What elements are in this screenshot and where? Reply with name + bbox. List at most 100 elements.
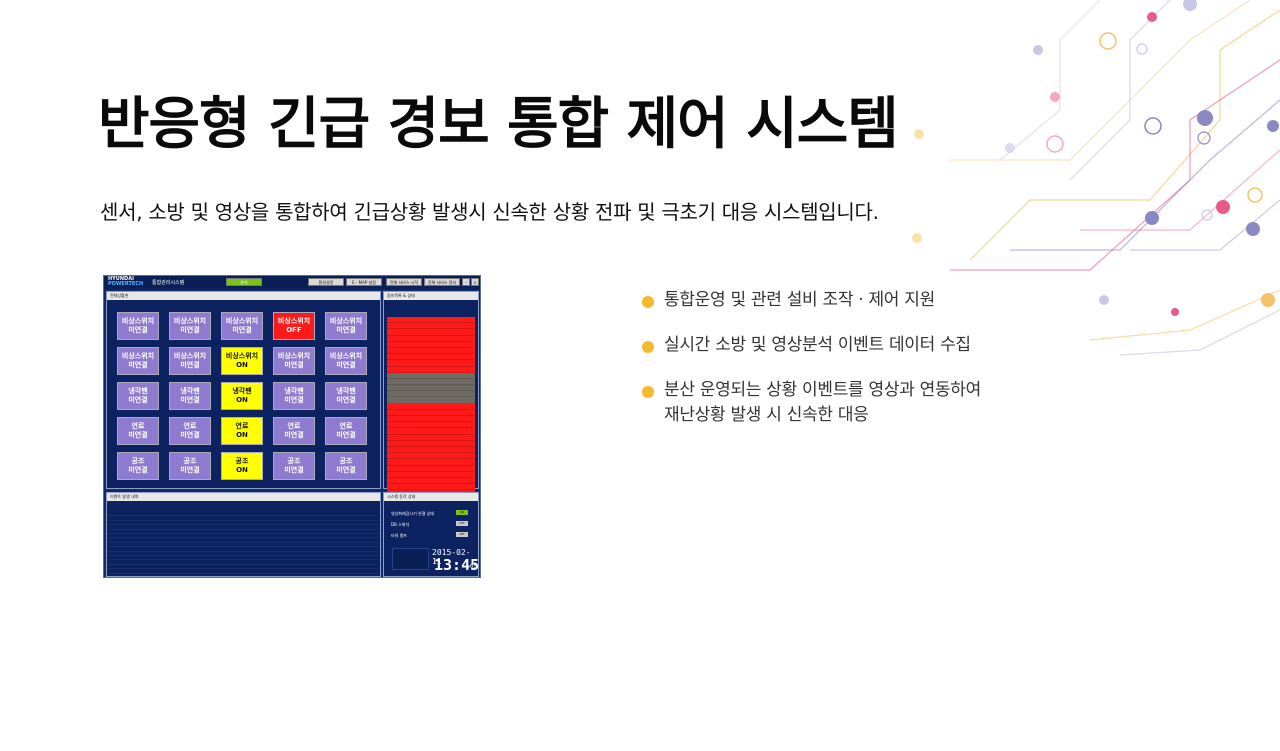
event-row: [109, 546, 378, 552]
clock-time: 13:45: [434, 556, 480, 574]
status-row: [387, 385, 475, 392]
emap-settings-button[interactable]: E - MAP 설정: [346, 278, 382, 286]
event-row: [109, 511, 378, 517]
decorative-circuit-lines: [912, 0, 1280, 356]
event-row: [109, 542, 378, 548]
system-row-toggle[interactable]: ON: [456, 510, 468, 515]
status-panel: 장비목록 & 상태: [383, 291, 479, 515]
system-row-label: DB 스위치: [391, 522, 410, 527]
feature-text: 통합운영 및 관련 설비 조작 · 제어 지원: [664, 290, 935, 310]
event-row: [109, 555, 378, 561]
status-row: [387, 360, 475, 367]
status-row: [387, 471, 475, 478]
status-row: [387, 341, 475, 348]
feature-text: 실시간 소방 및 영상분석 이벤트 데이터 수집: [664, 335, 971, 355]
event-row: [109, 537, 378, 543]
system-screenshot: HYUNDAI POWERTECH 통합관리시스템 분석 환경설정 E - MA…: [103, 275, 481, 578]
feature-item: 실시간 소방 및 영상분석 이벤트 데이터 수집: [640, 333, 1060, 358]
event-panel: 이벤트 발생 내역: [106, 492, 381, 577]
feature-list: 통합운영 및 관련 설비 조작 · 제어 지원 실시간 소방 및 영상분석 이벤…: [640, 288, 1060, 448]
clock-seconds: 05: [470, 563, 478, 570]
status-row: [387, 391, 475, 398]
event-row: [109, 533, 378, 539]
status-row: [387, 366, 475, 373]
status-row: [387, 453, 475, 460]
status-row: [387, 335, 475, 342]
status-row: [387, 329, 475, 336]
status-row: [387, 446, 475, 454]
event-panel-title: 이벤트 발생 내역: [107, 493, 380, 501]
status-row: [387, 397, 475, 404]
event-row: [109, 529, 378, 534]
logo-line1: HYUNDAI: [108, 276, 134, 282]
status-row: [387, 477, 475, 485]
minimize-icon[interactable]: –: [462, 278, 470, 286]
status-row: [387, 409, 475, 416]
status-panel-title: 장비목록 & 상태: [384, 292, 478, 300]
event-row: [109, 573, 378, 577]
app-top-bar: HYUNDAI POWERTECH 통합관리시스템 분석 환경설정 E - MA…: [104, 276, 480, 289]
settings-button[interactable]: 환경설정: [308, 278, 344, 286]
system-row-label: 타워 램프: [391, 533, 407, 538]
control-panel-title: 전체상황판: [107, 292, 380, 300]
bullet-dot-icon: [642, 386, 654, 398]
analysis-button[interactable]: 분석: [226, 278, 262, 286]
status-list: [387, 317, 475, 515]
system-panel-title: 시스템 동작 상태: [384, 493, 478, 501]
clock-date: 2015-02-11: [432, 548, 471, 566]
system-row-toggle[interactable]: OFF: [456, 521, 468, 526]
stop-all-button[interactable]: 전체 서비스 정지: [424, 278, 460, 286]
system-panel: 시스템 동작 상태 영상화재감시기 연결 상태 ON DB 스위치 OFF 타워…: [383, 492, 479, 577]
logo-line2: POWERTECH: [108, 281, 144, 287]
event-row: [109, 568, 378, 574]
event-row: [109, 515, 378, 521]
page-subtitle: 센서, 소방 및 영상을 통합하여 긴급상황 발생시 신속한 상황 전파 및 극…: [100, 200, 879, 224]
system-row-toggle[interactable]: OFF: [456, 532, 468, 537]
feature-item: 통합운영 및 관련 설비 조작 · 제어 지원: [640, 288, 1060, 313]
status-row: [387, 372, 475, 379]
status-row: [387, 465, 475, 472]
close-icon[interactable]: ×: [471, 278, 479, 286]
company-logo: HYUNDAI POWERTECH: [108, 277, 143, 287]
event-row: [109, 564, 378, 570]
status-row: [387, 347, 475, 355]
status-row: [387, 440, 475, 447]
bullet-dot-icon: [642, 341, 654, 353]
start-all-button[interactable]: 전체 서비스 시작: [386, 278, 422, 286]
page-title: 반응형 긴급 경보 통합 제어 시스템: [98, 92, 899, 157]
status-row: [387, 459, 475, 466]
status-row: [387, 428, 475, 435]
status-row: [387, 317, 475, 324]
status-row: [387, 354, 475, 361]
event-row: [109, 524, 378, 530]
status-row: [387, 484, 475, 491]
status-row: [387, 403, 475, 410]
feature-text: 분산 운영되는 상황 이벤트를 영상과 연동하여 재난상황 발생 시 신속한 대…: [664, 380, 981, 425]
